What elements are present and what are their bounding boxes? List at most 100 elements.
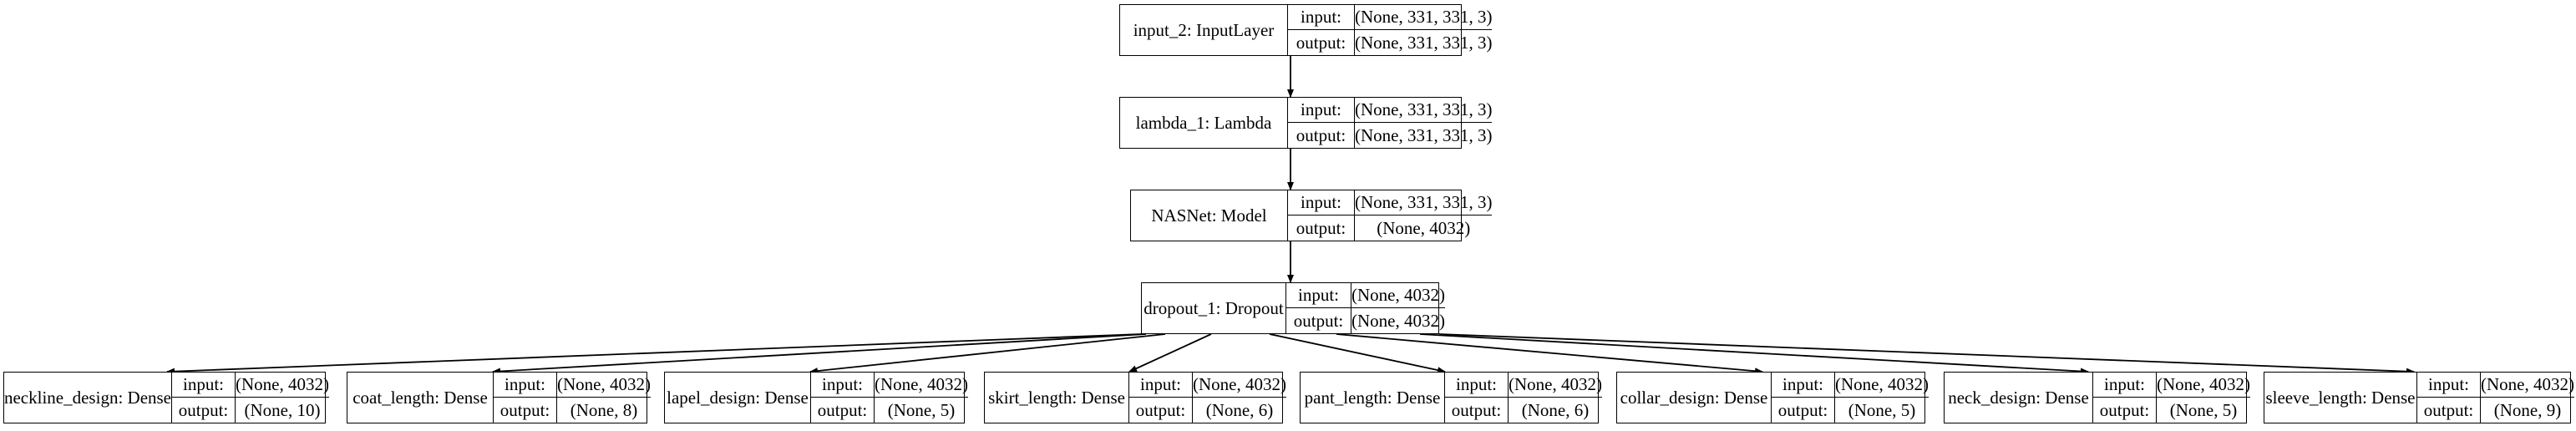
output-label-input_2: output: xyxy=(1288,30,1355,55)
output-shape-coat_length: (None, 8) xyxy=(570,399,638,420)
node-label-collar_design: collar_design: Dense xyxy=(1620,387,1768,408)
edge-dropout_1-to-skirt_length xyxy=(1128,333,1212,373)
input-label-lambda_1: input: xyxy=(1288,98,1355,122)
input-row-lambda_1: input:(None, 331, 331, 3) xyxy=(1288,98,1493,123)
output-shape-lapel_design: (None, 5) xyxy=(887,399,956,420)
node-label-lambda_1: lambda_1: Lambda xyxy=(1135,112,1272,133)
edge-dropout_1-to-collar_design xyxy=(1336,333,1763,375)
input-row-input_2: input:(None, 331, 331, 3) xyxy=(1288,5,1493,30)
input-label-neckline_design: input: xyxy=(172,373,236,397)
output-label-neckline_design: output: xyxy=(172,398,236,423)
node-label-input_2: input_2: InputLayer xyxy=(1133,19,1275,40)
input-row-neck_design: input:(None, 4032) xyxy=(2093,373,2250,398)
output-row-dropout_1: output:(None, 4032) xyxy=(1286,308,1445,333)
input-shape-dropout_1: (None, 4032) xyxy=(1351,285,1445,305)
output-label-pant_length: output: xyxy=(1445,398,1509,423)
input-shape-lapel_design: (None, 4032) xyxy=(875,374,968,394)
output-shape-neck_design: (None, 5) xyxy=(2169,399,2238,420)
edge-dropout_1-to-neckline_design xyxy=(166,333,1142,375)
input-row-skirt_length: input:(None, 4032) xyxy=(1129,373,1286,398)
output-label-lambda_1: output: xyxy=(1288,123,1355,148)
node-label-lapel_design: lapel_design: Dense xyxy=(667,387,809,408)
input-label-collar_design: input: xyxy=(1772,373,1835,397)
output-label-NASNet: output: xyxy=(1288,216,1355,241)
edge-dropout_1-to-pant_length xyxy=(1269,333,1446,374)
io-table-skirt_length: input:(None, 4032)output:(None, 6) xyxy=(1128,373,1286,423)
input-row-NASNet: input:(None, 331, 331, 3) xyxy=(1288,190,1493,216)
input-label-skirt_length: input: xyxy=(1129,373,1193,397)
node-label-neckline_design: neckline_design: Dense xyxy=(3,387,172,408)
output-row-input_2: output:(None, 331, 331, 3) xyxy=(1288,30,1492,55)
node-label-coat_length: coat_length: Dense xyxy=(352,387,488,408)
edge-dropout_1-to-neck_design xyxy=(1419,333,2089,375)
node-coat_length[interactable]: coat_length: Dense input:(None, 4032) outp… xyxy=(347,372,651,423)
input-shape-collar_design: (None, 4032) xyxy=(1835,374,1929,394)
input-row-collar_design: input:(None, 4032) xyxy=(1772,373,1929,398)
input-row-neckline_design: input:(None, 4032) xyxy=(172,373,329,398)
output-shape-neckline_design: (None, 10) xyxy=(244,399,321,420)
output-shape-sleeve_length: (None, 9) xyxy=(2493,399,2562,420)
input-label-pant_length: input: xyxy=(1445,373,1509,397)
input-row-pant_length: input:(None, 4032) xyxy=(1445,373,1602,398)
input-shape-sleeve_length: (None, 4032) xyxy=(2481,374,2574,394)
input-shape-coat_length: (None, 4032) xyxy=(557,374,651,394)
input-shape-NASNet: (None, 331, 331, 3) xyxy=(1355,192,1493,212)
output-row-sleeve_length: output: (None, 9) xyxy=(2417,398,2574,423)
io-table-sleeve_length: input:(None, 4032)output: (None, 9) xyxy=(2416,373,2574,423)
edge-dropout_1-to-lapel_design xyxy=(809,333,1166,375)
output-row-coat_length: output:(None, 8) xyxy=(494,398,651,423)
input-label-sleeve_length: input: xyxy=(2417,373,2481,397)
node-lambda_1[interactable]: lambda_1: Lambda input:(None, 331, 331, 3… xyxy=(1119,97,1493,149)
io-table-pant_length: input:(None, 4032)output: (None, 6) xyxy=(1444,373,1602,423)
input-shape-input_2: (None, 331, 331, 3) xyxy=(1355,7,1493,27)
output-shape-NASNet: (None, 4032) xyxy=(1377,217,1471,238)
output-label-sleeve_length: output: xyxy=(2417,398,2481,423)
output-label-dropout_1: output: xyxy=(1286,308,1351,333)
output-label-skirt_length: output: xyxy=(1129,398,1193,423)
output-row-collar_design: output:(None, 5) xyxy=(1772,398,1929,423)
node-label-dropout_1: dropout_1: Dropout xyxy=(1143,297,1284,318)
output-row-lapel_design: output:(None, 5) xyxy=(811,398,968,423)
input-label-input_2: input: xyxy=(1288,5,1355,29)
input-label-dropout_1: input: xyxy=(1286,283,1351,307)
io-table-NASNet: input:(None, 331, 331, 3)output: (None, 4… xyxy=(1287,190,1493,241)
output-row-pant_length: output: (None, 6) xyxy=(1445,398,1602,423)
input-label-NASNet: input: xyxy=(1288,190,1355,215)
input-row-lapel_design: input:(None, 4032) xyxy=(811,373,968,398)
output-shape-lambda_1: (None, 331, 331, 3) xyxy=(1355,124,1493,145)
io-table-coat_length: input:(None, 4032) output:(None, 8) xyxy=(493,373,651,423)
io-table-dropout_1: input:(None, 4032)output:(None, 4032) xyxy=(1285,283,1445,333)
input-row-dropout_1: input:(None, 4032) xyxy=(1286,283,1445,308)
input-label-lapel_design: input: xyxy=(811,373,875,397)
node-input_2[interactable]: input_2: InputLayer input:(None, 331, 331… xyxy=(1119,4,1493,56)
io-table-neckline_design: input:(None, 4032)output: (None, 10) xyxy=(171,373,329,423)
input-shape-lambda_1: (None, 331, 331, 3) xyxy=(1355,99,1493,119)
output-row-lambda_1: output:(None, 331, 331, 3) xyxy=(1288,123,1492,148)
output-shape-pant_length: (None, 6) xyxy=(1521,399,1590,420)
output-row-neck_design: output: (None, 5) xyxy=(2093,398,2250,423)
output-row-NASNet: output: (None, 4032) xyxy=(1288,216,1492,241)
node-label-skirt_length: skirt_length: Dense xyxy=(988,387,1125,408)
input-shape-skirt_length: (None, 4032) xyxy=(1193,374,1286,394)
io-table-lapel_design: input:(None, 4032)output:(None, 5) xyxy=(810,373,968,423)
io-table-collar_design: input:(None, 4032)output:(None, 5) xyxy=(1771,373,1929,423)
input-label-coat_length: input: xyxy=(494,373,557,397)
io-table-input_2: input:(None, 331, 331, 3)output:(None, 3… xyxy=(1287,5,1493,55)
output-label-neck_design: output: xyxy=(2093,398,2157,423)
input-row-sleeve_length: input:(None, 4032) xyxy=(2417,373,2574,398)
input-shape-neckline_design: (None, 4032) xyxy=(236,374,329,394)
node-label-neck_design: neck_design: Dense xyxy=(1948,387,2089,408)
output-row-neckline_design: output: (None, 10) xyxy=(172,398,329,423)
node-label-pant_length: pant_length: Dense xyxy=(1304,387,1441,408)
input-label-neck_design: input: xyxy=(2093,373,2157,397)
